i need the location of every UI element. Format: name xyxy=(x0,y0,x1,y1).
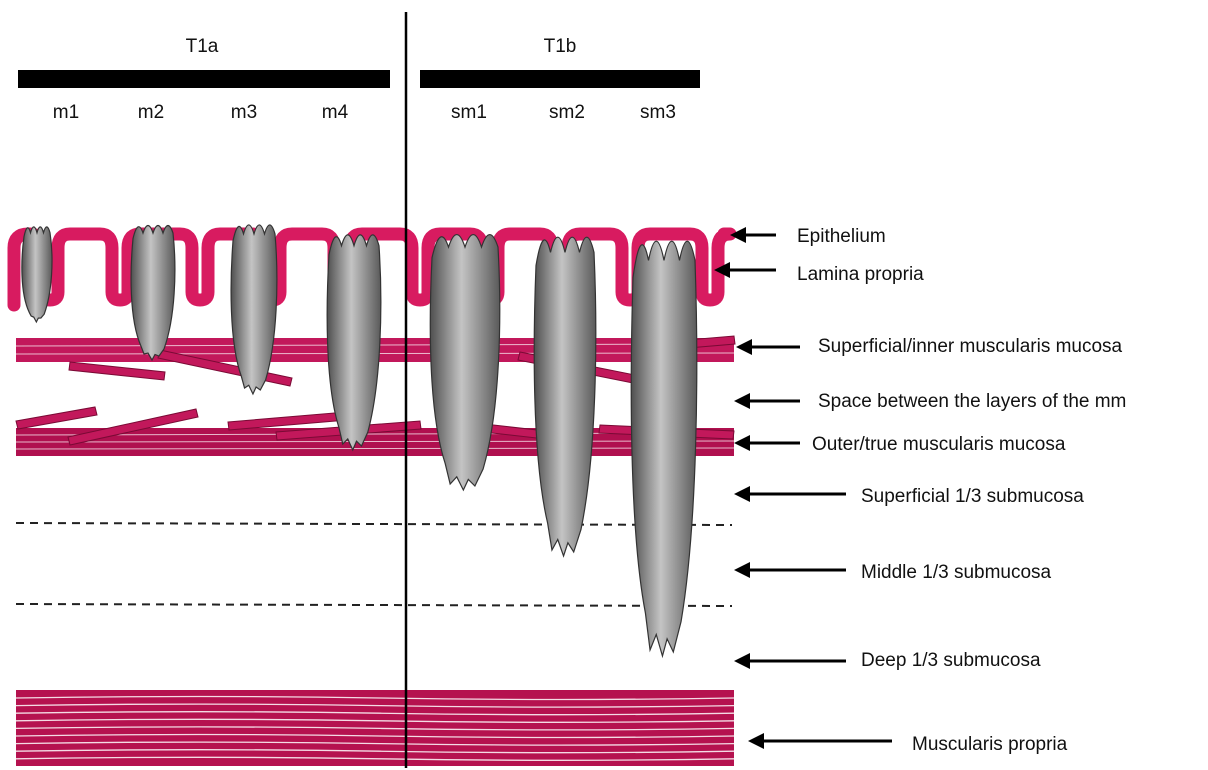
tumor-m1 xyxy=(22,227,52,322)
label-inner-muscularis-mucosa: Superficial/inner muscularis mucosa xyxy=(818,336,1122,358)
arrow-epithelium xyxy=(730,227,776,243)
label-lamina-propria: Lamina propria xyxy=(797,264,924,286)
label-outer-muscularis-mucosa: Outer/true muscularis mucosa xyxy=(812,434,1065,456)
sublevel-m2: m2 xyxy=(138,102,164,124)
label-space-between-mm: Space between the layers of the mm xyxy=(818,391,1126,413)
stage-label-t1b: T1b xyxy=(544,36,577,58)
arrow-superficial-submucosa xyxy=(734,486,846,502)
arrow-space-between-mm xyxy=(734,393,800,409)
submucosa-division-line-2 xyxy=(16,604,732,606)
label-middle-submucosa: Middle 1/3 submucosa xyxy=(861,562,1051,584)
t1b-bar xyxy=(420,70,700,88)
label-superficial-submucosa: Superficial 1/3 submucosa xyxy=(861,486,1084,508)
label-epithelium: Epithelium xyxy=(797,226,886,248)
tumor-sm2 xyxy=(534,237,596,556)
sublevel-sm2: sm2 xyxy=(549,102,585,124)
muscularis-propria-layer xyxy=(16,690,734,766)
stage-label-t1a: T1a xyxy=(186,36,219,58)
arrow-muscularis-propria xyxy=(748,733,892,749)
sublevel-m1: m1 xyxy=(53,102,79,124)
label-muscularis-propria: Muscularis propria xyxy=(912,734,1067,756)
arrow-deep-submucosa xyxy=(734,653,846,669)
sublevel-m4: m4 xyxy=(322,102,348,124)
tumor-sm3 xyxy=(631,241,697,656)
arrow-middle-submucosa xyxy=(734,562,846,578)
submucosa-division-line-1 xyxy=(16,523,732,525)
arrow-inner-mm xyxy=(736,339,800,355)
arrow-outer-mm xyxy=(734,435,800,451)
sublevel-sm3: sm3 xyxy=(640,102,676,124)
label-deep-submucosa: Deep 1/3 submucosa xyxy=(861,650,1041,672)
sublevel-m3: m3 xyxy=(231,102,257,124)
sublevel-sm1: sm1 xyxy=(451,102,487,124)
t1a-bar xyxy=(18,70,390,88)
outer-muscularis-mucosa-layer xyxy=(16,407,734,456)
